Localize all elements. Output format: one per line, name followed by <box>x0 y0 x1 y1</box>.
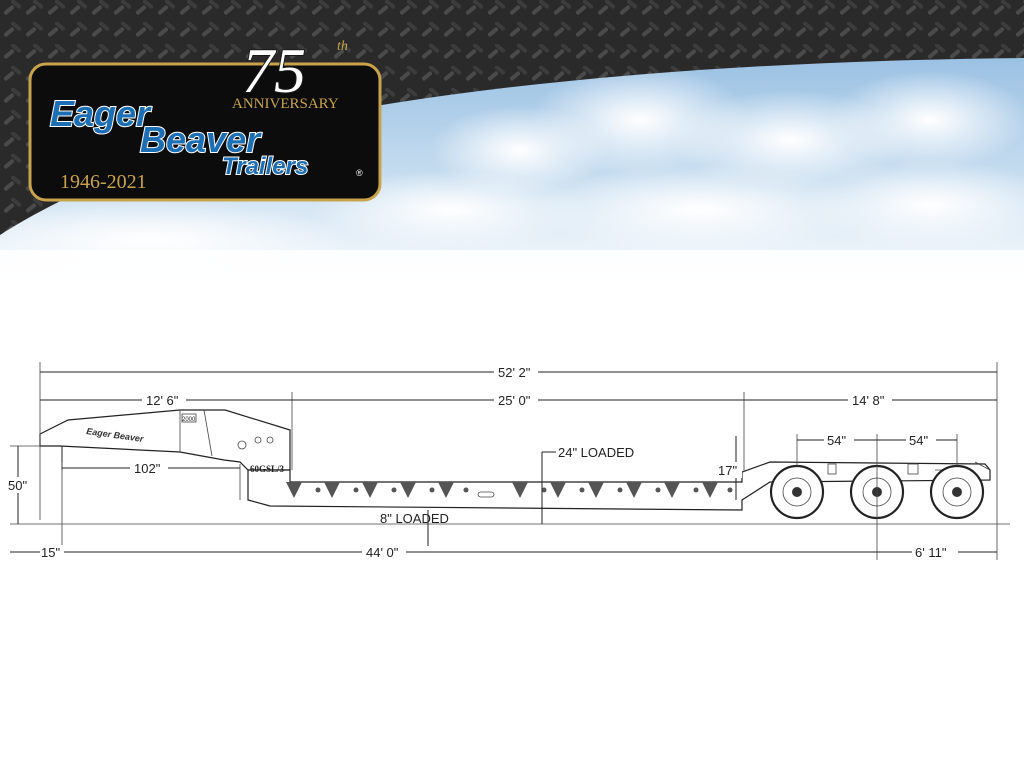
deck-crossmembers <box>286 482 733 498</box>
axle-wheel-1 <box>769 464 825 520</box>
dim-axle-spacing-2: 54" <box>909 433 928 448</box>
diamond-plate-band <box>0 0 1024 235</box>
dim-gooseneck-height: 50" <box>8 478 27 493</box>
dim-axle-spacing-1: 54" <box>827 433 846 448</box>
model-label: 60GSL/3 <box>250 464 285 474</box>
header-banner: 75 th ANNIVERSARY Eager Beaver Trailers … <box>0 0 1024 290</box>
anniversary-suffix: th <box>337 39 348 54</box>
trailer-diagram: 2000 Eager Beaver 60GSL/3 <box>6 362 1010 561</box>
dim-deck-height-loaded: 24" LOADED <box>558 445 634 460</box>
dim-deck-length: 25' 0" <box>498 393 531 408</box>
anniversary-logo: 75 th ANNIVERSARY Eager Beaver Trailers … <box>28 34 382 202</box>
brand-trailers: Trailers <box>222 153 308 180</box>
dim-front-overhang: 15" <box>41 545 60 560</box>
extension-lines <box>10 362 1010 560</box>
dim-gooseneck-length: 12' 6" <box>146 393 179 408</box>
brand-beaver: Beaver <box>140 119 262 160</box>
dim-overall-length: 52' 2" <box>498 365 531 380</box>
dim-rear-length: 14' 8" <box>852 393 885 408</box>
dimension-labels: 52' 2" 12' 6" 25' 0" 14' 8" 102" 54" 54"… <box>6 364 958 561</box>
dim-kingpin-to-axle: 44' 0" <box>366 545 399 560</box>
neck-plate-label: 2000 <box>182 417 196 423</box>
dim-kingpin-setback: 102" <box>134 461 161 476</box>
brand-eager: Eager <box>50 93 152 134</box>
trailer-body: 2000 Eager Beaver 60GSL/3 <box>39 409 991 511</box>
dim-ground-clearance-loaded: 8" LOADED <box>380 511 449 526</box>
axle-wheel-3 <box>929 464 985 520</box>
registered-mark: ® <box>356 168 363 178</box>
anniversary-number: 75 <box>242 35 306 106</box>
anniversary-years: 1946-2021 <box>60 171 147 193</box>
anniversary-word: ANNIVERSARY <box>232 96 339 112</box>
dim-rear-overhang: 6' 11" <box>915 545 947 560</box>
dim-rear-deck-height: 17" <box>718 463 737 478</box>
